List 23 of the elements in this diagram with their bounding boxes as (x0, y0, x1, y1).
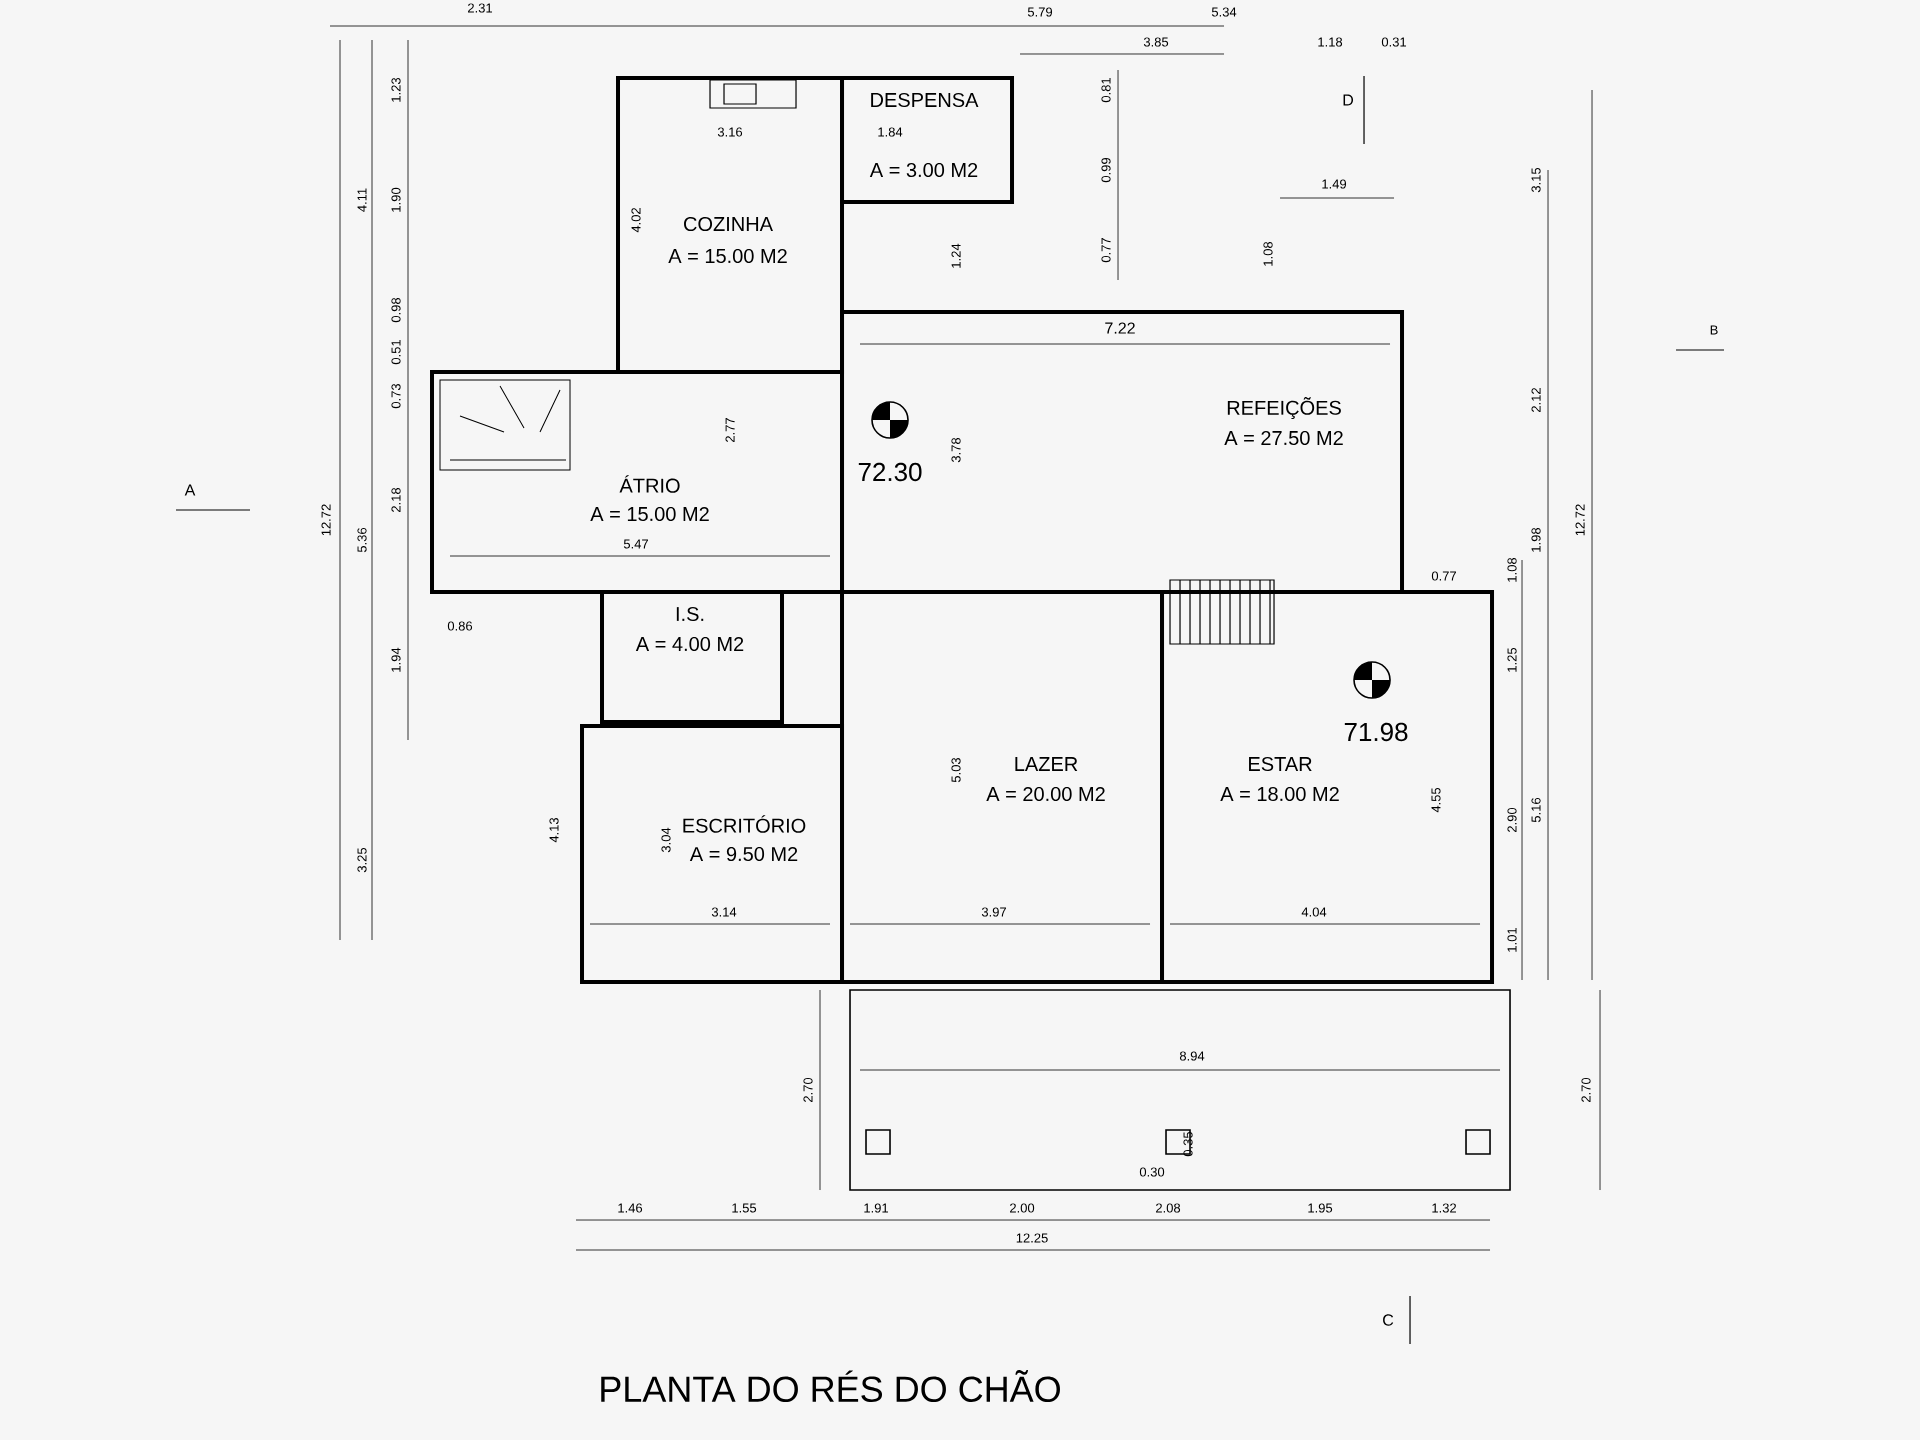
elevation-label: 71.98 (1344, 722, 1408, 742)
room-area: A = 27.50 M2 (1224, 430, 1343, 446)
room-name: ÁTRIO (619, 475, 680, 493)
section-marker: D (1343, 94, 1354, 106)
room-name: DESPENSA (871, 92, 979, 108)
room-name: REFEIÇÕES (1227, 397, 1341, 419)
section-marker: 7.22 (1105, 322, 1135, 334)
room-area: A = 20.00 M2 (986, 786, 1105, 802)
room-name: I.S. (676, 606, 704, 622)
room-name: ESCRITÓRIO (683, 815, 806, 833)
room-name: LAZER (1015, 757, 1078, 771)
section-marker: C (1383, 1314, 1394, 1326)
section-marker: A (184, 484, 196, 496)
room-name: COZINHA (684, 216, 773, 232)
elevation-label: 72.30 (858, 462, 922, 482)
room-area: A = 4.00 M2 (635, 636, 744, 652)
room-area: A = 18.00 M2 (1220, 786, 1339, 802)
room-area: A = 3.00 M2 (869, 162, 978, 178)
room-area: A = 9.50 M2 (689, 846, 798, 862)
title: PLANTA DO RÉS DO CHÃO (601, 1370, 1060, 1402)
room-area: A = 15.00 M2 (590, 506, 709, 522)
room-name: ESTAR (1249, 756, 1312, 772)
room-area: A = 15.00 M2 (668, 248, 787, 264)
